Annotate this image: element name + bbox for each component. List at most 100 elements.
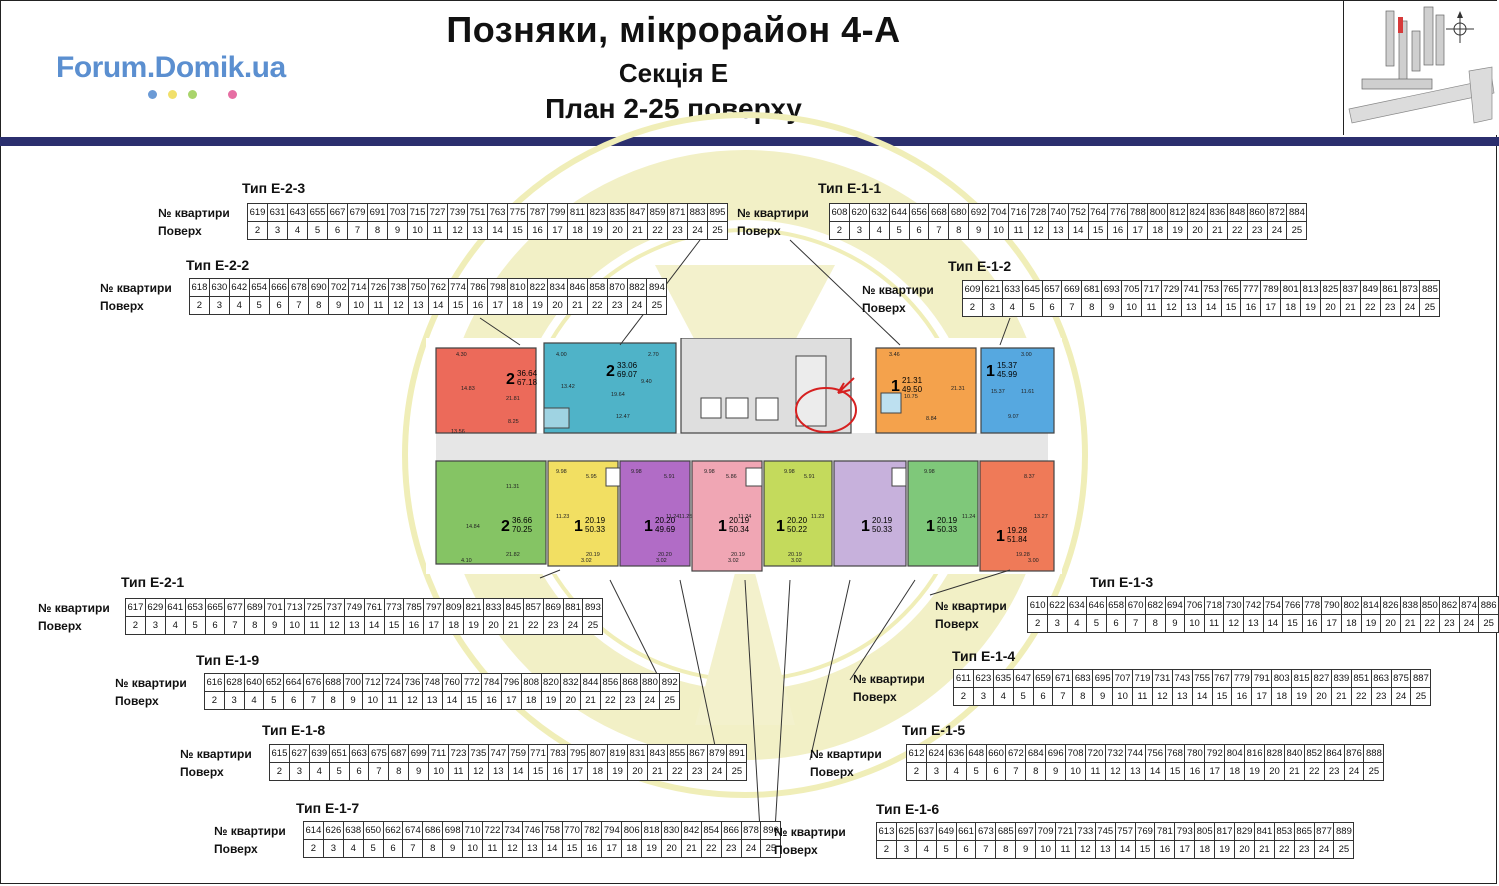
- floor-number-cell: 24: [1390, 687, 1412, 706]
- unit-e-1-6: [763, 460, 833, 567]
- apartment-number-cell: 798: [487, 278, 509, 297]
- apartment-number-cell: 692: [968, 203, 990, 222]
- floor-number-cell: 13: [421, 691, 443, 710]
- floor-number-cell: 21: [646, 762, 668, 781]
- apartment-number-cell: 719: [1132, 669, 1153, 688]
- floor-number-cell: 6: [1041, 298, 1063, 317]
- unit-e-1-2: [980, 347, 1055, 434]
- floor-number-cell: 25: [1363, 762, 1385, 781]
- floor-number-cell: 12: [501, 839, 523, 858]
- floor-number-cell: 18: [1341, 614, 1362, 633]
- apartment-number-cell: 628: [223, 673, 245, 692]
- apartment-row-label: № квартири: [862, 282, 934, 297]
- apartment-number-cell: 831: [627, 744, 648, 763]
- apartment-number-cell: 739: [447, 203, 468, 222]
- floor-number-cell: 6: [985, 762, 1007, 781]
- apartment-number-cell: 824: [1187, 203, 1208, 222]
- floor-number-cell: 19: [607, 762, 629, 781]
- apartment-number-cell: 750: [407, 278, 429, 297]
- floor-number-cell: 15: [1220, 298, 1242, 317]
- room-area-label: 20.20: [658, 552, 672, 558]
- logo-dot-blue: [148, 90, 157, 99]
- floor-number-cell: 13: [1171, 687, 1193, 706]
- apartment-number-cell: 744: [1124, 744, 1146, 763]
- floor-number-cell: 16: [481, 691, 502, 710]
- apartment-number-cell: 712: [362, 673, 384, 692]
- apartment-number-cell: 689: [244, 598, 266, 617]
- site-logo[interactable]: Forum.Domik.ua: [56, 51, 286, 84]
- unit-total-area: 49.50: [902, 385, 923, 394]
- apartment-number-cell: 614: [303, 821, 324, 840]
- apartment-number-cell: 635: [992, 669, 1014, 688]
- floor-number-cell: 25: [726, 762, 748, 781]
- floor-number-cell: 20: [1234, 840, 1255, 859]
- apartment-number-cell: 884: [1286, 203, 1308, 222]
- apartment-number-cell: 636: [945, 744, 967, 763]
- floor-number-cell: 10: [1184, 614, 1205, 633]
- floor-number-cell: 15: [1211, 687, 1233, 706]
- apartment-number-cell: 686: [422, 821, 444, 840]
- apartment-number-cell: 743: [1171, 669, 1193, 688]
- floor-number-cell: 23: [1379, 298, 1401, 317]
- floor-number-cell: 10: [348, 296, 370, 315]
- room-area-label: 3.02: [791, 558, 802, 564]
- apartment-number-cell: 716: [1008, 203, 1029, 222]
- floor-number-cell: 11: [368, 296, 389, 315]
- unit-total-area: 50.33: [585, 525, 606, 534]
- floor-number-cell: 17: [1251, 687, 1273, 706]
- apartment-number-cell: 879: [706, 744, 728, 763]
- unit-total-area: 51.84: [1007, 535, 1028, 544]
- room-area-label: 3.02: [728, 558, 739, 564]
- apartment-number-cell: 631: [267, 203, 288, 222]
- floor-number-cell: 17: [547, 221, 568, 240]
- floor-number-cell: 4: [287, 221, 308, 240]
- floor-number-cell: 7: [1061, 298, 1083, 317]
- apartment-number-cell: 730: [1223, 596, 1245, 615]
- apartment-number-cell: 718: [1203, 596, 1225, 615]
- apartment-number-cell: 702: [328, 278, 350, 297]
- apartment-number-cell: 799: [547, 203, 568, 222]
- floor-number-cell: 20: [1311, 687, 1332, 706]
- floor-number-cell: 6: [348, 762, 370, 781]
- table-title: Тип Е-1-1: [818, 180, 882, 196]
- floor-number-cell: 20: [547, 296, 568, 315]
- floor-number-cell: 14: [427, 296, 449, 315]
- room-area-label: 8.84: [926, 416, 937, 422]
- apartment-number-cell: 656: [908, 203, 930, 222]
- floor-number-cell: 17: [567, 762, 589, 781]
- floor-number-cell: 24: [687, 221, 708, 240]
- floor-row-label: Поверх: [810, 764, 854, 779]
- floor-row-label: Поверх: [100, 298, 144, 313]
- apartment-number-cell: 749: [343, 598, 365, 617]
- floor-number-cell: 14: [507, 762, 529, 781]
- room-area-label: 4.00: [556, 352, 567, 358]
- floor-number-cell: 9: [1015, 840, 1037, 859]
- apartment-number-cell: 779: [1231, 669, 1253, 688]
- floor-number-cell: 13: [521, 839, 543, 858]
- apartment-number-cell: 882: [626, 278, 648, 297]
- apartment-row-label: № квартири: [774, 824, 846, 839]
- apartment-number-cell: 813: [1300, 280, 1322, 299]
- room-area-label: 12.47: [616, 414, 630, 420]
- floor-row-label: Поверх: [737, 223, 781, 238]
- floor-number-cell: 21: [1339, 298, 1361, 317]
- apartment-number-cell: 648: [965, 744, 987, 763]
- apartment-number-cell: 856: [599, 673, 621, 692]
- floor-number-cell: 3: [848, 221, 870, 240]
- apartment-number-cell: 651: [328, 744, 350, 763]
- floor-number-cell: 21: [1206, 221, 1228, 240]
- site-minimap: [1343, 1, 1497, 135]
- apartment-number-cell: 727: [427, 203, 448, 222]
- room-area-label: 20.19: [731, 552, 745, 558]
- floor-number-cell: 23: [542, 616, 564, 635]
- apartment-number-cell: 687: [388, 744, 410, 763]
- apartment-number-cell: 663: [348, 744, 370, 763]
